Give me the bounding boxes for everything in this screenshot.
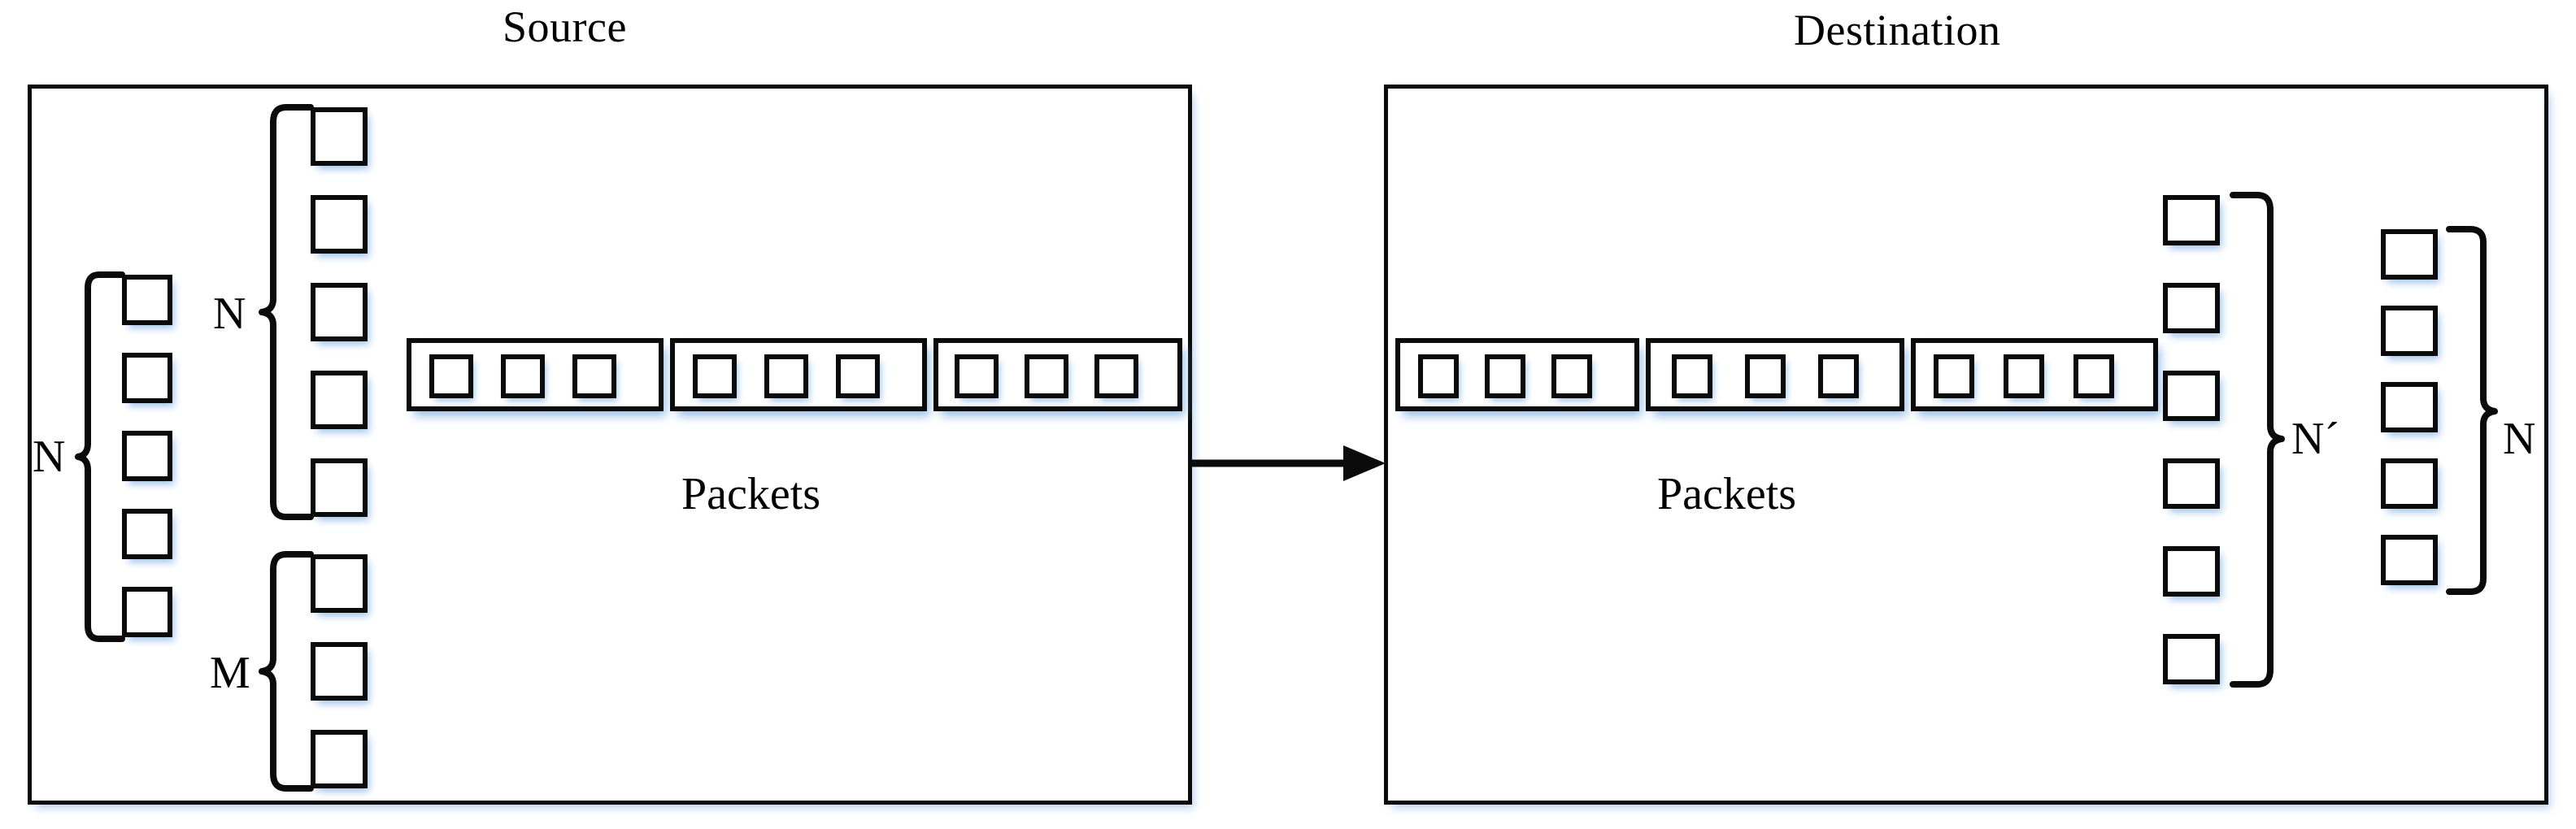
- source-packet-2: [670, 338, 927, 411]
- source-mid-n-unit-5: [311, 458, 368, 517]
- source-mid-n-unit-1: [311, 107, 368, 166]
- source-mid-m-unit-1: [311, 554, 368, 613]
- source-mid-m-label: M: [210, 648, 250, 698]
- source-packet-3-cell-3: [1094, 354, 1138, 398]
- dest-n-unit-2: [2381, 306, 2438, 356]
- destination-packets-label: Packets: [1657, 469, 1797, 519]
- source-left-n-unit-4: [122, 509, 172, 559]
- dest-n-unit-1: [2381, 229, 2438, 280]
- source-packet-1-cell-3: [572, 354, 616, 398]
- source-title: Source: [503, 2, 627, 51]
- dest-packet-1-cell-3: [1551, 354, 1592, 398]
- dest-packet-1: [1395, 338, 1639, 411]
- dest-packet-2-cell-3: [1818, 354, 1859, 398]
- dest-n-unit-3: [2381, 382, 2438, 432]
- source-mid-n-label: N: [213, 289, 246, 339]
- source-left-n-unit-3: [122, 431, 172, 481]
- dest-nprime-bracket: [2230, 192, 2285, 694]
- source-packet-3-cell-2: [1025, 354, 1068, 398]
- source-packets-label: Packets: [681, 469, 821, 519]
- dest-packet-2-cell-1: [1672, 354, 1712, 398]
- source-left-n-bracket: [75, 271, 125, 642]
- source-left-n-unit-2: [122, 353, 172, 403]
- source-left-n-unit-1: [122, 275, 172, 325]
- source-packet-2-cell-3: [836, 354, 880, 398]
- dest-packet-1-cell-1: [1418, 354, 1459, 398]
- source-mid-n-unit-2: [311, 195, 368, 254]
- dest-packet-3-cell-1: [1934, 354, 1974, 398]
- source-left-n-label: N: [33, 432, 66, 482]
- dest-nprime-label: N´: [2291, 414, 2340, 464]
- source-mid-n-bracket: [259, 104, 314, 523]
- dest-packet-3-cell-2: [2004, 354, 2044, 398]
- dest-packet-2: [1646, 338, 1904, 411]
- dest-n-unit-4: [2381, 458, 2438, 509]
- source-packet-3: [933, 338, 1182, 411]
- source-packet-2-cell-2: [764, 354, 808, 398]
- destination-title: Destination: [1794, 6, 2001, 54]
- source-packet-1-cell-2: [501, 354, 545, 398]
- source-mid-m-unit-3: [311, 730, 368, 788]
- dest-packet-1-cell-2: [1485, 354, 1525, 398]
- source-mid-m-bracket: [259, 551, 314, 795]
- dest-nprime-unit-6: [2163, 634, 2220, 684]
- source-packet-1: [407, 338, 664, 411]
- dest-n-label: N: [2503, 414, 2536, 464]
- dest-nprime-unit-3: [2163, 371, 2220, 421]
- source-left-n-unit-5: [122, 587, 172, 637]
- dest-packet-3-cell-3: [2073, 354, 2114, 398]
- source-mid-n-unit-3: [311, 283, 368, 341]
- dest-packet-3: [1911, 338, 2158, 411]
- source-panel: [28, 85, 1192, 805]
- destination-panel: [1384, 85, 2548, 805]
- source-mid-n-unit-4: [311, 371, 368, 429]
- dest-nprime-unit-2: [2163, 283, 2220, 333]
- dest-n-bracket: [2446, 226, 2498, 600]
- dest-packet-2-cell-2: [1745, 354, 1786, 398]
- source-packet-3-cell-1: [955, 354, 999, 398]
- transfer-arrow: [1192, 439, 1387, 488]
- dest-nprime-unit-4: [2163, 458, 2220, 509]
- source-packet-2-cell-1: [693, 354, 737, 398]
- dest-n-unit-5: [2381, 535, 2438, 585]
- source-mid-m-unit-2: [311, 642, 368, 701]
- source-packet-1-cell-1: [429, 354, 473, 398]
- dest-nprime-unit-1: [2163, 195, 2220, 245]
- dest-nprime-unit-5: [2163, 546, 2220, 597]
